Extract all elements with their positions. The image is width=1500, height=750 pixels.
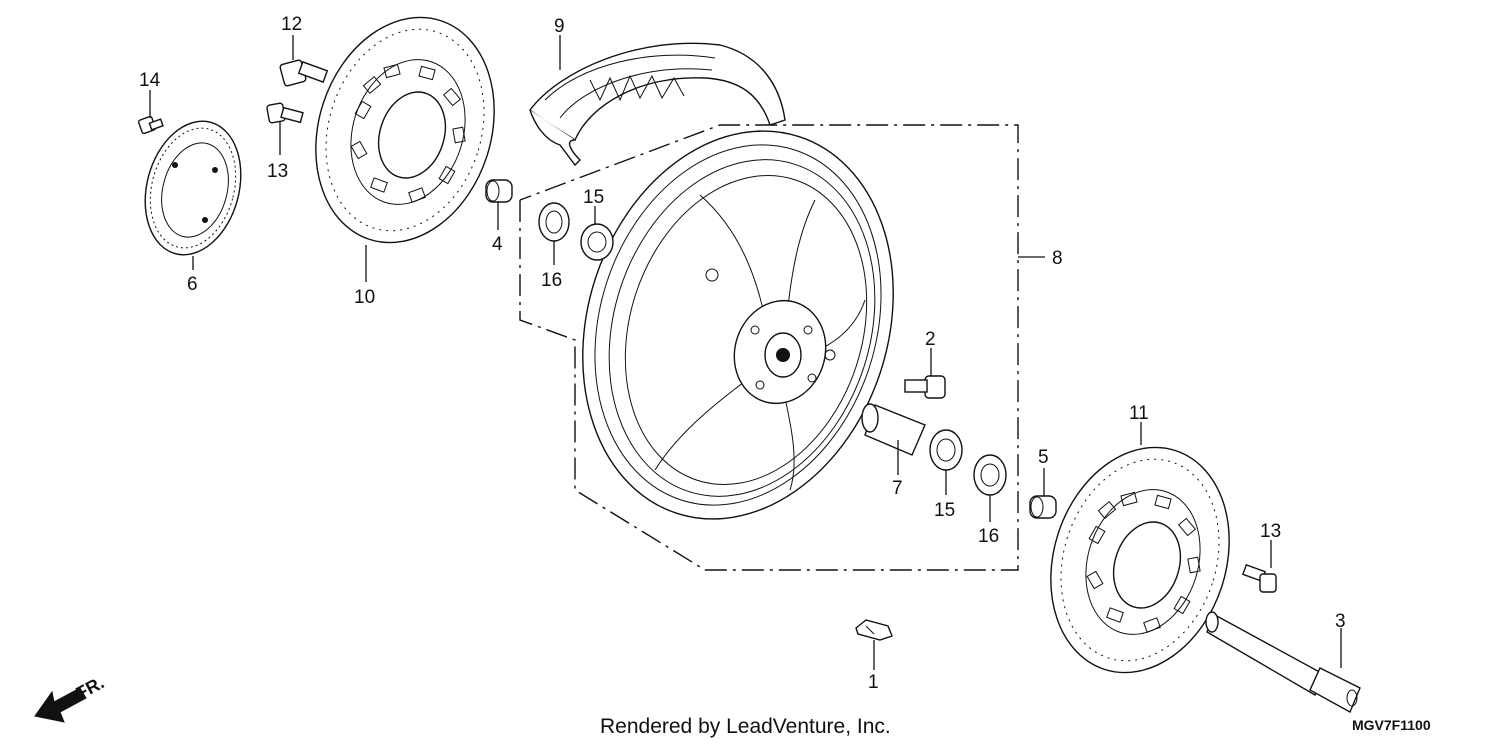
callout-3: 3 (1335, 611, 1346, 632)
callout-6: 6 (187, 274, 198, 295)
callout-13-left: 13 (267, 161, 288, 182)
collar-part-4[interactable] (485, 179, 513, 203)
brake-disc-part-10[interactable] (288, 0, 523, 266)
callout-13-right: 13 (1260, 521, 1281, 542)
bearing-part-15-left[interactable] (580, 223, 614, 261)
callout-16-right: 16 (978, 526, 999, 547)
pulser-ring-part-6[interactable] (131, 110, 255, 265)
wheel-rim[interactable] (534, 90, 942, 559)
callout-15-right: 15 (934, 500, 955, 521)
callout-1: 1 (868, 672, 879, 693)
callout-5: 5 (1038, 447, 1049, 468)
bolt-part-13-left[interactable] (266, 102, 304, 124)
bolt-part-14[interactable] (137, 115, 164, 135)
brake-disc-part-11[interactable] (1023, 424, 1258, 696)
callout-16-left: 16 (541, 270, 562, 291)
callout-4: 4 (492, 234, 503, 255)
callout-9: 9 (554, 16, 565, 37)
callout-8: 8 (1052, 248, 1063, 269)
bearing-part-16-right[interactable] (973, 454, 1007, 496)
leader-lines (149, 35, 1342, 670)
callout-7: 7 (892, 478, 903, 499)
collar-part-5[interactable] (1029, 495, 1057, 519)
callout-14: 14 (139, 70, 161, 91)
callout-11: 11 (1129, 403, 1149, 424)
front-direction-indicator: FR. (34, 672, 107, 723)
tire-part-9[interactable] (529, 42, 786, 167)
bearing-part-15-right[interactable] (929, 429, 963, 471)
wheel-assembly-bracket (519, 124, 1045, 571)
front-arrow-icon (34, 687, 87, 723)
bolt-part-2[interactable] (904, 375, 946, 399)
bolt-part-12[interactable] (279, 59, 329, 87)
callout-15-left: 15 (583, 187, 604, 208)
diagram-code: MGV7F1100 (1352, 717, 1431, 733)
render-credit: Rendered by LeadVenture, Inc. (600, 715, 891, 738)
callout-labels: 1 2 3 4 5 6 7 8 9 10 11 12 13 13 14 15 1… (139, 14, 1346, 693)
callout-12: 12 (281, 14, 302, 35)
bolt-part-13-right[interactable] (1241, 563, 1277, 593)
clip-part-1[interactable] (855, 619, 893, 641)
axle-part-3[interactable] (1205, 611, 1361, 713)
bearing-part-16-left[interactable] (538, 202, 570, 242)
callout-2: 2 (925, 329, 936, 350)
callout-10: 10 (354, 287, 375, 308)
spacer-part-7[interactable] (861, 403, 926, 456)
